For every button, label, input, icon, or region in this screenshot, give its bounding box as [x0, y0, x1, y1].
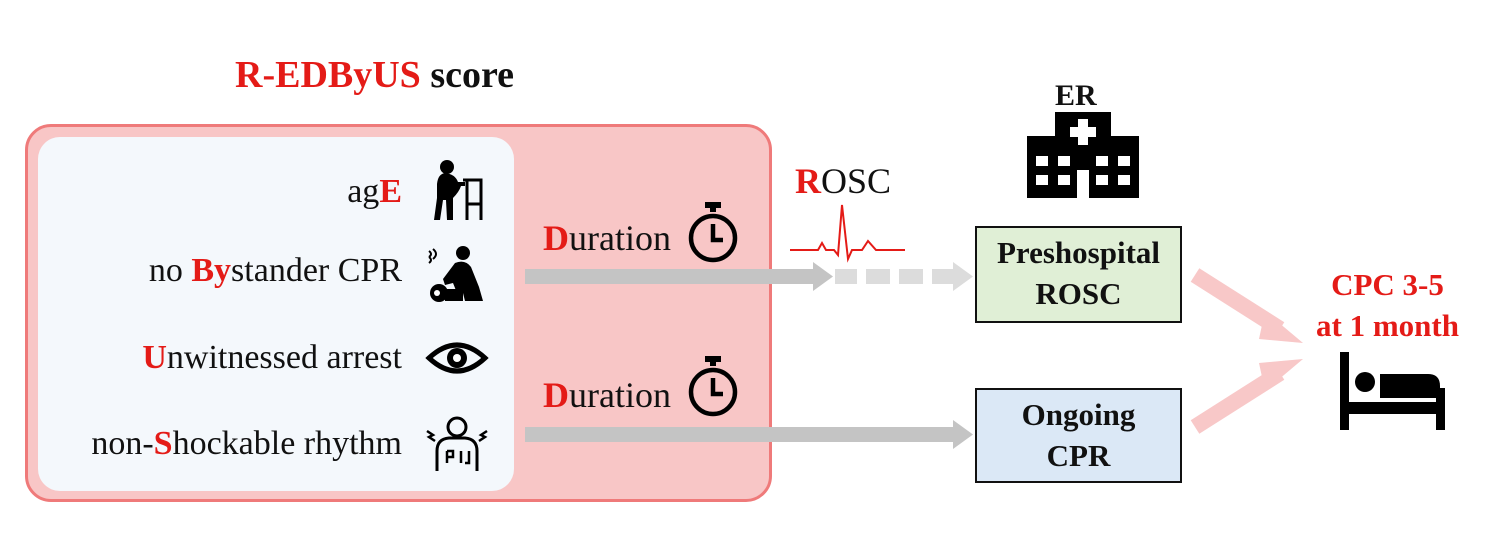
- ongoing-line-2: CPR: [1046, 438, 1111, 473]
- rosc-rest: OSC: [821, 161, 892, 201]
- factor-list-panel: [38, 137, 514, 491]
- factor-age: agE: [40, 172, 402, 212]
- er-label: ER: [1055, 79, 1097, 112]
- prehospital-rosc-box: Preshospital ROSC: [975, 226, 1182, 323]
- factor-shockable-highlight: S: [153, 425, 173, 462]
- rosc-label: ROSC: [795, 159, 891, 203]
- arrow-to-rosc: [525, 262, 833, 291]
- duration-bottom-highlight: D: [543, 375, 569, 415]
- factor-unwitnessed: Unwitnessed arrest: [40, 338, 402, 378]
- flow-arrows: [525, 262, 973, 449]
- duration-label-bottom: Duration: [543, 373, 671, 417]
- factor-age-highlight: E: [379, 173, 402, 210]
- factor-bystander-suffix: stander CPR: [231, 252, 402, 289]
- endpoint-line-1: CPC 3-5: [1331, 267, 1444, 302]
- arrow-prehospital-to-outcome: [1190, 268, 1303, 343]
- prehospital-line-2: ROSC: [1035, 276, 1122, 311]
- diagram-title: R-EDByUS score: [235, 50, 655, 100]
- endpoint-line-2: at 1 month: [1316, 308, 1459, 343]
- title-highlight: R-EDByUS: [235, 54, 421, 96]
- arrow-dashed-to-prehospital: [835, 262, 973, 291]
- prehospital-line-1: Preshospital: [996, 235, 1161, 270]
- factor-shockable-suffix: hockable rhythm: [172, 425, 402, 462]
- ongoing-line-1: Ongoing: [1021, 397, 1136, 432]
- arrow-ongoing-to-outcome: [1190, 359, 1303, 434]
- factor-bystander: no Bystander CPR: [40, 251, 402, 291]
- elderly-walker-icon: [434, 160, 483, 220]
- factor-shockable-prefix: non-: [91, 425, 154, 462]
- stopwatch-icon: [688, 356, 738, 417]
- duration-top-highlight: D: [543, 218, 569, 258]
- ecg-waveform-icon: [790, 204, 905, 263]
- arrow-to-ongoing-cpr: [525, 420, 973, 449]
- eye-icon: [425, 342, 489, 374]
- factor-unwitnessed-highlight: U: [142, 339, 167, 376]
- title-rest: score: [420, 54, 515, 96]
- endpoint-label: CPC 3-5 at 1 month: [1300, 264, 1475, 346]
- converging-arrows: [1190, 268, 1303, 434]
- factor-bystander-highlight: By: [191, 252, 232, 289]
- factor-age-prefix: ag: [347, 173, 380, 210]
- duration-label-top: Duration: [543, 216, 671, 260]
- stopwatch-icon: [688, 202, 738, 263]
- duration-top-rest: uration: [569, 218, 671, 258]
- factor-unwitnessed-suffix: nwitnessed arrest: [166, 339, 402, 376]
- cpr-icon: [428, 246, 483, 302]
- rosc-highlight: R: [795, 161, 821, 201]
- hospital-bed-icon: [1340, 352, 1445, 430]
- shock-patient-icon: [426, 416, 488, 471]
- duration-bottom-rest: uration: [569, 375, 671, 415]
- hospital-icon: [1027, 112, 1139, 198]
- ongoing-cpr-box: Ongoing CPR: [975, 388, 1182, 483]
- factor-shockable: non-Shockable rhythm: [40, 424, 402, 464]
- factor-bystander-prefix: no: [148, 252, 192, 289]
